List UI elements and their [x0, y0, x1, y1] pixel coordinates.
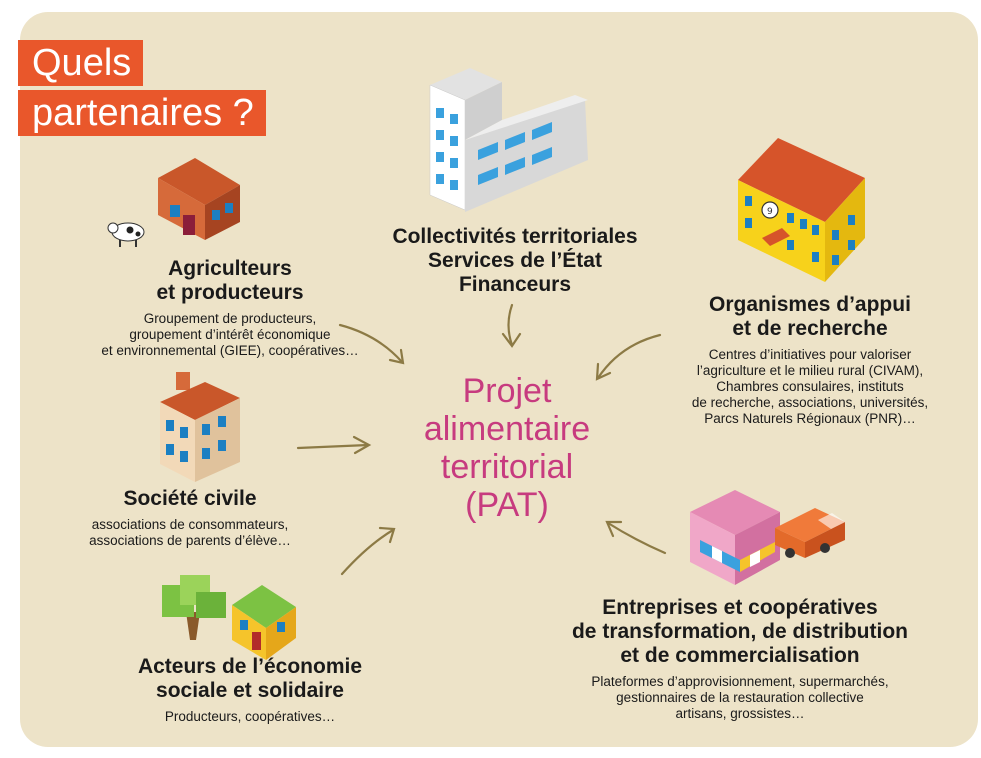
office-building-icon: [429, 68, 588, 212]
tree-icon: [162, 575, 226, 640]
center-line-1: Projet: [462, 372, 552, 410]
shop-icon: [690, 490, 780, 585]
node-societe-civile: Société civile associations de consommat…: [40, 487, 340, 549]
title-banner: Quels partenaires ?: [8, 40, 366, 155]
arrow-from-entreprises: [606, 521, 667, 555]
node-title: Société civile: [123, 487, 257, 510]
cow-icon: [107, 222, 145, 247]
arrow-from-collectivites: [507, 303, 514, 347]
center-project-label: Projet alimentaire territorial (PAT): [392, 372, 622, 524]
arrow-from-organismes: [596, 333, 662, 380]
node-description: associations de consommateurs, associati…: [89, 517, 291, 548]
node-title: Acteurs de l’économie sociale et solidai…: [137, 655, 363, 702]
node-title: Entreprises et coopératives de transform…: [571, 596, 908, 667]
node-organismes: Organismes d’appui et de recherche Centr…: [650, 293, 970, 427]
node-entreprises: Entreprises et coopératives de transform…: [510, 596, 970, 722]
green-house-icon: [232, 585, 296, 660]
node-collectivites: Collectivités territoriales Services de …: [335, 225, 695, 297]
title-line-1: Quels: [18, 40, 144, 86]
research-building-icon: 9: [738, 138, 865, 282]
node-title: Agriculteurs et producteurs: [156, 257, 304, 304]
node-ess: Acteurs de l’économie sociale et solidai…: [90, 655, 410, 725]
house-icon: [160, 372, 240, 482]
node-description: Plateformes d’approvisionnement, superma…: [591, 674, 889, 721]
node-title: Organismes d’appui et de recherche: [709, 293, 911, 340]
arrow-from-societe: [296, 443, 370, 450]
node-description: Centres d’initiatives pour valoriser l’a…: [691, 347, 929, 426]
node-agriculteurs: Agriculteurs et producteurs Groupement d…: [60, 257, 400, 359]
arrow-from-ess: [340, 528, 395, 576]
node-title: Collectivités territoriales Services de …: [392, 225, 638, 296]
svg-text:9: 9: [767, 207, 773, 217]
truck-icon: [775, 508, 845, 558]
center-line-3: territorial: [440, 448, 574, 486]
center-line-4: (PAT): [465, 486, 549, 524]
farmhouse-icon: [158, 158, 240, 240]
title-line-2: partenaires ?: [18, 90, 266, 136]
node-description: Groupement de producteurs, groupement d’…: [101, 311, 359, 358]
center-line-2: alimentaire: [423, 410, 591, 448]
node-description: Producteurs, coopératives…: [164, 709, 336, 724]
arrow-from-agriculteurs: [338, 323, 404, 364]
